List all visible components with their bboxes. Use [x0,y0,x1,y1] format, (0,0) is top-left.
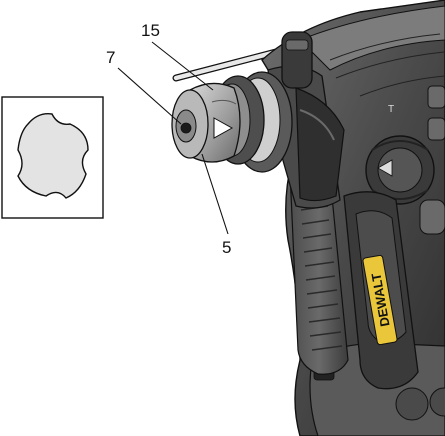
shank-cross-section [17,113,89,199]
svg-text:T: T [388,104,394,115]
chuck-assembly [171,71,293,173]
leader-lines [117,41,229,235]
callout-5: 5 [222,238,232,257]
mode-selector-knob [365,135,435,205]
callout-15: 15 [141,21,160,40]
callout-7: 7 [106,48,116,67]
bit-shank-inset [1,96,104,219]
